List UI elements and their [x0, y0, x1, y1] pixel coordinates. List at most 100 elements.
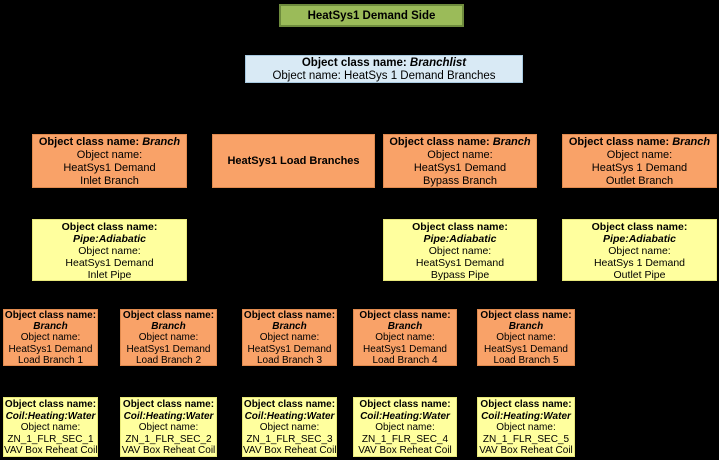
- reheat-coil-box-3: Object class name: Coil:Heating:Water Ob…: [242, 397, 337, 457]
- object-name-line-2: VAV Box Reheat Coil: [358, 445, 452, 457]
- object-name-line-2: Outlet Branch: [605, 175, 674, 187]
- class-value: Coil:Heating:Water: [123, 410, 214, 422]
- object-name-line: Object name: HeatSys 1 Demand Branches: [272, 70, 496, 82]
- object-name-line-2: Load Branch 1: [17, 354, 84, 366]
- bypass-pipe-box: Object class name: Pipe:Adiabatic Object…: [383, 219, 537, 281]
- load-branches-header-box: HeatSys1 Load Branches: [212, 134, 375, 188]
- bypass-branch-box: Object class name: Branch Object name: H…: [383, 134, 537, 188]
- load-branch-box-3: Object class name: Branch Object name: H…: [242, 309, 337, 366]
- object-name-line-2: VAV Box Reheat Coil: [479, 445, 573, 457]
- object-name-label: Object name:: [375, 332, 435, 344]
- object-name-label: Object name:: [606, 149, 673, 161]
- object-name-line-1: HeatSys1 Demand: [413, 162, 507, 174]
- reheat-coil-box-2: Object class name: Coil:Heating:Water Ob…: [120, 397, 217, 457]
- outlet-pipe-box: Object class name: Pipe:Adiabatic Object…: [562, 219, 717, 281]
- class-value: Coil:Heating:Water: [5, 410, 96, 422]
- object-name-line-2: Load Branch 4: [372, 354, 438, 366]
- class-label: Object class name:: [122, 310, 215, 321]
- object-name-label: Object name:: [259, 422, 320, 434]
- class-name-line: Object class name: Branch: [384, 136, 536, 149]
- object-name-line-1: HeatSys1 Demand: [126, 343, 211, 355]
- load-branch-box-5: Object class name: Branch Object name: H…: [477, 309, 575, 366]
- class-value: Branch: [33, 321, 68, 333]
- demand-side-title-label: HeatSys1 Demand Side: [307, 9, 436, 22]
- object-name-line-1: HeatSys1 Demand: [415, 257, 505, 269]
- object-name-line-1: ZN_1_FLR_SEC_3: [246, 433, 333, 445]
- object-name-line-1: HeatSys1 Demand: [247, 343, 332, 355]
- class-value: Coil:Heating:Water: [360, 410, 450, 422]
- object-name-line-2: Load Branch 3: [256, 354, 323, 366]
- class-label: Object class name:: [568, 136, 670, 148]
- class-label: Object class name:: [359, 399, 451, 410]
- class-value: Coil:Heating:Water: [481, 410, 571, 422]
- object-name-label: Object name:: [78, 245, 141, 257]
- class-label: Object class name:: [389, 136, 490, 148]
- object-name-line-2: VAV Box Reheat Coil: [243, 445, 337, 457]
- class-name-line: Object class name: Branch: [563, 136, 716, 149]
- class-label: Object class name:: [480, 310, 572, 321]
- load-branch-box-1: Object class name: Branch Object name: H…: [3, 309, 98, 366]
- object-name-line-1: HeatSys1 Demand: [63, 162, 156, 174]
- object-name-label: Object name:: [138, 332, 199, 344]
- class-label: Object class name:: [412, 221, 508, 233]
- object-name-line-2: Load Branch 5: [493, 354, 559, 366]
- object-name-line-1: HeatSys 1 Demand: [593, 257, 686, 269]
- object-name-line-2: Inlet Pipe: [87, 269, 132, 281]
- class-label: Object class name:: [359, 310, 451, 321]
- object-name-line-2: Inlet Branch: [80, 175, 139, 187]
- branchlist-box: Object class name: Branchlist Object nam…: [245, 55, 523, 83]
- reheat-coil-box-4: Object class name: Coil:Heating:Water Ob…: [353, 397, 457, 457]
- object-name-line-2: VAV Box Reheat Coil: [121, 445, 216, 457]
- class-value: Branch: [508, 321, 544, 333]
- class-label: Object class name:: [61, 221, 158, 233]
- class-label: Object class name:: [591, 221, 688, 233]
- object-name-label: Object name:: [608, 245, 671, 257]
- class-value: Pipe:Adiabatic: [603, 233, 676, 245]
- class-label: Object class name:: [38, 136, 140, 148]
- object-name-label: Object name:: [496, 332, 556, 344]
- load-branch-box-2: Object class name: Branch Object name: H…: [120, 309, 217, 366]
- class-value: Pipe:Adiabatic: [423, 233, 497, 245]
- object-name-line-2: Bypass Pipe: [430, 269, 490, 281]
- object-name-label: Object name:: [259, 332, 320, 344]
- object-name-label: Object name:: [138, 422, 199, 434]
- class-value: Branch: [151, 321, 186, 333]
- class-name-line: Object class name: Branchlist: [246, 57, 522, 70]
- inlet-pipe-box: Object class name: Pipe:Adiabatic Object…: [32, 219, 187, 281]
- object-name-line-1: HeatSys1 Demand: [484, 343, 568, 355]
- class-label: Object class name:: [301, 57, 407, 69]
- class-value: Branch: [387, 321, 423, 333]
- outlet-branch-box: Object class name: Branch Object name: H…: [562, 134, 717, 188]
- reheat-coil-box-5: Object class name: Coil:Heating:Water Ob…: [477, 397, 575, 457]
- object-name-line-1: ZN_1_FLR_SEC_4: [361, 433, 449, 445]
- class-value: Branch: [672, 136, 711, 148]
- class-value: Pipe:Adiabatic: [73, 233, 146, 245]
- reheat-coil-box-1: Object class name: Coil:Heating:Water Ob…: [3, 397, 98, 457]
- object-name-line-1: HeatSys1 Demand: [363, 343, 447, 355]
- object-name-line-1: ZN_1_FLR_SEC_2: [125, 433, 212, 445]
- object-name-line-1: HeatSys1 Demand: [8, 343, 93, 355]
- class-label: Object class name:: [243, 399, 336, 410]
- object-name-line-2: Outlet Pipe: [613, 269, 666, 281]
- object-name-label: Object name:: [20, 422, 81, 434]
- object-name-label: Object name:: [496, 422, 556, 434]
- object-name-label: Object name:: [76, 149, 143, 161]
- class-name-line: Object class name: Branch: [33, 136, 186, 149]
- object-name-label: Object name:: [20, 332, 81, 344]
- object-name-label: Object name:: [427, 149, 493, 161]
- demand-side-title-box: HeatSys1 Demand Side: [279, 4, 464, 27]
- class-label: Object class name:: [243, 310, 336, 321]
- class-value: Branch: [142, 136, 181, 148]
- object-name-line-1: ZN_1_FLR_SEC_1: [7, 433, 94, 445]
- class-value: Branchlist: [409, 57, 467, 69]
- load-branch-box-4: Object class name: Branch Object name: H…: [353, 309, 457, 366]
- inlet-branch-box: Object class name: Branch Object name: H…: [32, 134, 187, 188]
- object-name-line-2: Load Branch 2: [135, 354, 202, 366]
- load-branches-header-label: HeatSys1 Load Branches: [227, 155, 360, 167]
- object-name-line-1: HeatSys1 Demand: [65, 257, 154, 269]
- class-label: Object class name:: [4, 399, 97, 410]
- object-name-label: Object name:: [428, 245, 492, 257]
- class-value: Coil:Heating:Water: [244, 410, 335, 422]
- class-value: Branch: [492, 136, 531, 148]
